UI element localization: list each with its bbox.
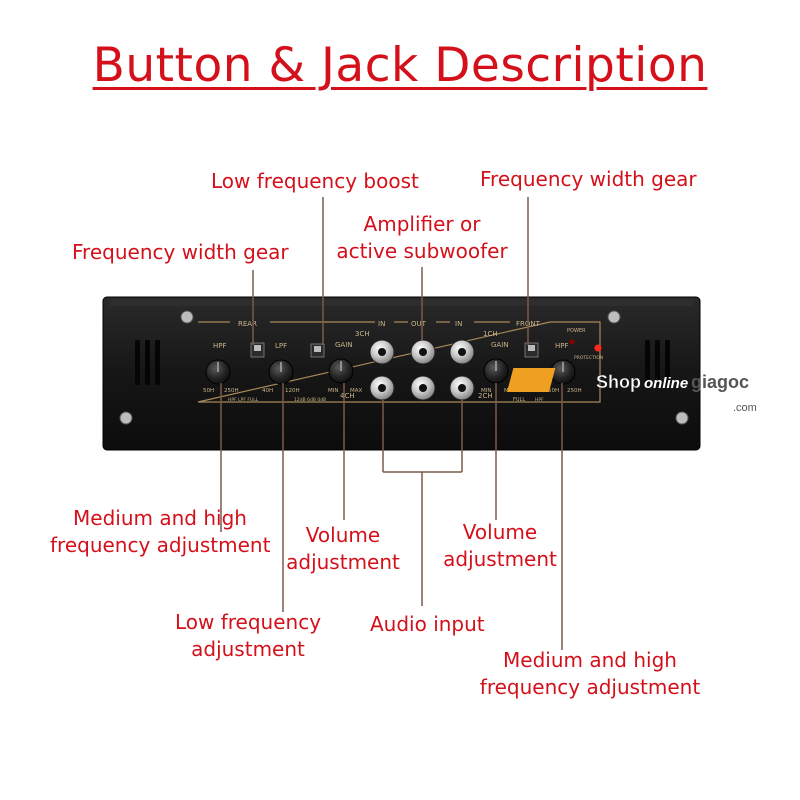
svg-text:40H: 40H bbox=[262, 388, 273, 394]
svg-text:250H: 250H bbox=[224, 388, 239, 394]
rca-jack-in-right-top bbox=[449, 339, 475, 365]
watermark-online: online bbox=[644, 375, 688, 392]
svg-text:250H: 250H bbox=[567, 388, 582, 394]
svg-text:IN: IN bbox=[378, 320, 385, 328]
svg-text:MIN: MIN bbox=[328, 388, 338, 394]
svg-text:HPF LPF FULL: HPF LPF FULL bbox=[228, 397, 259, 403]
svg-text:GAIN: GAIN bbox=[335, 341, 353, 349]
watermark-giagoc: giagoc bbox=[691, 372, 749, 392]
svg-text:LPF: LPF bbox=[275, 342, 287, 350]
svg-text:2CH: 2CH bbox=[478, 392, 493, 400]
svg-text:MAX: MAX bbox=[350, 388, 363, 394]
svg-text:1CH: 1CH bbox=[483, 330, 498, 338]
vent-slots-right bbox=[645, 340, 670, 385]
label-low-frequency-adjustment: Low frequency adjustment bbox=[174, 610, 322, 661]
screw-icon bbox=[119, 310, 689, 425]
svg-text:50H: 50H bbox=[203, 388, 214, 394]
watermark-shop: Shop bbox=[596, 372, 641, 392]
svg-text:12dB 6dB 0dB: 12dB 6dB 0dB bbox=[294, 397, 326, 403]
rca-jack-in-left-top bbox=[369, 339, 395, 365]
label-medium-high-frequency-right: Medium and high frequency adjustment bbox=[479, 648, 701, 699]
rca-jack-in-left-bottom bbox=[369, 375, 395, 401]
svg-text:IN: IN bbox=[455, 320, 462, 328]
svg-text:POWER: POWER bbox=[567, 328, 586, 334]
switch-low-freq-boost[interactable] bbox=[310, 343, 325, 358]
rca-jack-in-right-bottom bbox=[449, 375, 475, 401]
label-medium-high-frequency-left: Medium and high frequency adjustment bbox=[50, 506, 271, 557]
knob-lpf[interactable] bbox=[268, 359, 294, 385]
svg-text:PROTECTION: PROTECTION bbox=[574, 355, 603, 361]
shop-watermark: Shop online giagoc .com bbox=[506, 368, 757, 414]
rca-jack-out-bottom bbox=[410, 375, 436, 401]
switch-freq-width-right[interactable] bbox=[524, 342, 539, 358]
svg-text:50H: 50H bbox=[548, 388, 559, 394]
switch-freq-width-left[interactable] bbox=[250, 342, 265, 358]
protection-led bbox=[594, 344, 602, 352]
label-audio-input: Audio input bbox=[370, 612, 485, 636]
knob-hpf-left[interactable] bbox=[205, 359, 231, 385]
rca-jacks[interactable] bbox=[369, 339, 475, 401]
label-low-frequency-boost: Low frequency boost bbox=[211, 169, 419, 193]
svg-text:HPF: HPF bbox=[213, 342, 227, 350]
page-title: Button & Jack Description bbox=[92, 38, 708, 93]
knob-hpf-right[interactable] bbox=[550, 359, 576, 385]
rca-jack-out-top bbox=[410, 339, 436, 365]
leader-lines bbox=[220, 197, 563, 650]
knob-gain-left[interactable] bbox=[328, 358, 354, 384]
label-frequency-width-gear-right: Frequency width gear bbox=[480, 167, 697, 191]
svg-text:HPF: HPF bbox=[535, 397, 544, 403]
svg-text:HPF: HPF bbox=[555, 342, 569, 350]
power-led bbox=[569, 339, 575, 345]
label-frequency-width-gear-left: Frequency width gear bbox=[72, 240, 289, 264]
svg-text:MIN: MIN bbox=[481, 388, 491, 394]
svg-text:REAR: REAR bbox=[238, 320, 257, 328]
label-amplifier-or-subwoofer: Amplifier or active subwoofer bbox=[336, 212, 508, 263]
svg-text:OUT: OUT bbox=[411, 320, 427, 328]
svg-text:FULL: FULL bbox=[513, 397, 525, 403]
svg-text:4CH: 4CH bbox=[340, 392, 355, 400]
vent-slots-left bbox=[135, 340, 160, 385]
svg-text:3CH: 3CH bbox=[355, 330, 370, 338]
svg-text:GAIN: GAIN bbox=[491, 341, 509, 349]
label-volume-adjustment-right: Volume adjustment bbox=[443, 520, 557, 571]
svg-text:120H: 120H bbox=[285, 388, 300, 394]
knob-gain-right[interactable] bbox=[483, 358, 509, 384]
label-volume-adjustment-left: Volume adjustment bbox=[286, 523, 400, 574]
watermark-com: .com bbox=[733, 402, 757, 414]
